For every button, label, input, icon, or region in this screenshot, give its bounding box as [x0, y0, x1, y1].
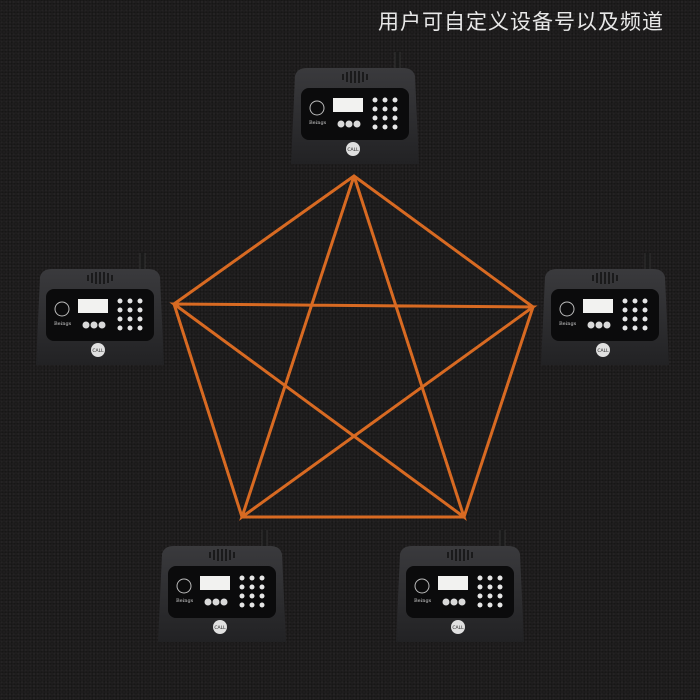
brand-label: Beings	[414, 598, 432, 604]
keypad	[622, 298, 648, 331]
call-button	[596, 343, 610, 357]
brand-logo-icon	[54, 301, 70, 317]
control-panel	[46, 289, 154, 341]
headline-text: 用户可自定义设备号以及频道	[378, 10, 664, 34]
brand-logo-icon	[559, 301, 575, 317]
nav-buttons	[442, 598, 466, 606]
brand-logo-icon	[414, 578, 430, 594]
lcd-screen	[200, 576, 230, 590]
call-button	[91, 343, 105, 357]
call-button	[346, 142, 360, 156]
intercom-device-bottom-left: Beings CALL	[152, 530, 292, 642]
intercom-device-left: Beings CALL	[30, 253, 170, 365]
nav-buttons	[587, 321, 611, 329]
control-panel	[406, 566, 514, 618]
call-button-label: CALL	[347, 147, 359, 153]
call-button-label: CALL	[214, 625, 226, 631]
keypad	[117, 298, 143, 331]
pentagon-outline	[172, 174, 535, 519]
control-panel	[551, 289, 659, 341]
brand-logo-icon	[176, 578, 192, 594]
brand-label: Beings	[559, 321, 577, 327]
speaker-grille	[447, 549, 473, 561]
keypad	[239, 575, 265, 608]
nav-buttons	[82, 321, 106, 329]
brand-label: Beings	[54, 321, 72, 327]
speaker-grille	[87, 272, 113, 284]
call-button-label: CALL	[92, 348, 104, 354]
intercom-device-right: Beings CALL	[535, 253, 675, 365]
keypad	[477, 575, 503, 608]
speaker-grille	[209, 549, 235, 561]
nav-buttons	[204, 598, 228, 606]
intercom-device-bottom-right: Beings CALL	[390, 530, 530, 642]
lcd-screen	[583, 299, 613, 313]
call-button-label: CALL	[597, 348, 609, 354]
nav-buttons	[337, 120, 361, 128]
keypad	[372, 97, 398, 130]
brand-label: Beings	[176, 598, 194, 604]
call-button-label: CALL	[452, 625, 464, 631]
intercom-device-top: Beings CALL	[285, 52, 425, 164]
call-button	[213, 620, 227, 634]
control-panel	[168, 566, 276, 618]
lcd-screen	[438, 576, 468, 590]
call-button	[451, 620, 465, 634]
speaker-grille	[342, 71, 368, 83]
control-panel	[301, 88, 409, 140]
lcd-screen	[333, 98, 363, 112]
brand-label: Beings	[309, 120, 327, 126]
lcd-screen	[78, 299, 108, 313]
speaker-grille	[592, 272, 618, 284]
brand-logo-icon	[309, 100, 325, 116]
star-outline	[169, 175, 538, 521]
